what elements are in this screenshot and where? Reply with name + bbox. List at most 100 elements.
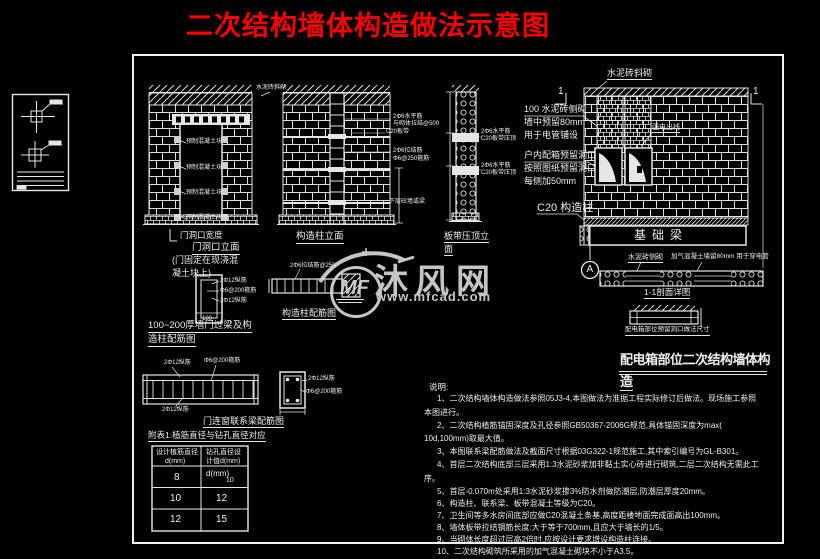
precast-block-label: 预制混凝土块: [186, 190, 223, 196]
big-title-line2: 造: [620, 374, 634, 391]
table-header-2a: 钻孔直径设: [206, 449, 241, 456]
callout-reserve-80: 墙中预留80mm: [524, 117, 586, 127]
note-line: 2、二次结构植筋锚固深度及孔径参照GB50367-2006G规范,具体锚固深度为…: [437, 421, 722, 430]
band-label-1b: C20板带压顶: [481, 136, 517, 142]
note-line: 9、当砌体长度超过层高2倍时,应按设计要求增设构造柱连接。: [437, 535, 657, 544]
table-title: 附表1:植筋直径与钻孔直径对应: [148, 430, 266, 442]
table-grid: [151, 445, 249, 532]
section-rebar-top-label: 2Φ12纵筋: [220, 278, 247, 284]
section-mark-right: 1: [753, 86, 759, 97]
callout-box-opening-2: 按照图纸预留洞口: [524, 163, 597, 173]
column-ann-3: C20板带: [386, 129, 410, 135]
table-cell-r2c2: 12: [216, 493, 228, 504]
door-note-2: 凝土块上): [172, 268, 211, 278]
table-header-1a: 设计植筋直径: [156, 449, 198, 456]
tiebeam-section-label-2: Φ6@200箍筋: [306, 389, 343, 395]
note-line: 3、本图联系梁配筋做法及截面尺寸根据03G322-1规范施工,其中索引编号为GL…: [437, 447, 744, 456]
note-line: 本图进行。: [424, 408, 464, 417]
section-mark-left: 1: [558, 86, 564, 97]
box-detail-caption: 配电箱部位预留洞口做法尺寸: [625, 326, 710, 336]
precast-block-label: 预制混凝土块: [186, 215, 223, 221]
mfcad-logo-icon: [330, 266, 382, 318]
column-ann-2: 与砌体拉结@500: [393, 121, 440, 127]
callout-c20-column: C20 构造柱: [537, 202, 594, 214]
door-dim-label: 门洞口宽度: [180, 230, 223, 240]
box-wall-top-label: 水泥砖斜砌: [607, 68, 653, 81]
tiebeam-caption: 门连窗联系梁配筋图: [203, 416, 285, 429]
callout-box-opening-3: 每侧加50mm: [524, 176, 577, 186]
callout-box-opening-1: 户内配箱预留洞口: [524, 150, 597, 160]
s11-label-2: 加气混凝土墙留80mm 用于穿电管: [671, 253, 769, 260]
column-rebar-caption: 构造柱配筋图: [282, 308, 337, 321]
door-top-leader-label: 水泥砖斜砌: [256, 85, 287, 91]
mfcad-watermark: MF 沐风网 www.mfcad.com: [318, 244, 528, 319]
door-caption: 门洞口立面: [192, 242, 240, 255]
note-line: 5、首层-0.070m处采用1:3水泥砂浆掺3%防水剂做防潮层,防潮层厚度20m…: [437, 487, 710, 496]
lintel-caption-1: 100~200厚墙门过梁及构: [148, 320, 252, 333]
table-cell-r3c1: 12: [170, 514, 182, 525]
watermark-swoosh-icon: [318, 248, 415, 284]
note-line: 6、构造柱、联系梁、板带混凝土等级为C20。: [437, 499, 601, 508]
band-caption-2: 面: [444, 244, 454, 257]
tiebeam-top-label-2: Φ6@200箍筋: [204, 358, 241, 364]
watermark-site-url: www.mfcad.com: [376, 289, 492, 304]
column-elevation-drawing: [277, 85, 403, 225]
note-line: 序。: [424, 474, 440, 483]
tiebeam-top-label-1: 2Φ12纵筋: [164, 360, 191, 366]
tiebeam-bottom-label: 2Φ12纵筋: [162, 407, 189, 413]
band-label-2b: C20板带压顶: [481, 170, 517, 176]
table-cell-r3c2: 15: [216, 514, 228, 525]
table-overlap-label: d(mm): [206, 469, 230, 478]
callout-cement-brick: 100 水泥砖侧砌: [524, 104, 587, 114]
band-label-2a: 2Φ6水平筋: [481, 163, 511, 169]
outlet-label: 强电出线: [652, 124, 680, 134]
column-ann-6: 下层砼墙或梁: [389, 199, 426, 205]
band-label-1a: 2Φ6水平筋: [481, 129, 511, 135]
big-title-underline: [619, 371, 767, 375]
door-elevation-drawing: [143, 85, 271, 242]
column-rebar-label: 2Φ6拉结筋@250: [290, 263, 336, 269]
note-line: 1、二次结构墙体构造做法参照05J3-4,本图做法为准据工程实际修订后做法。现场…: [437, 394, 757, 403]
s11-caption: 1-1剖面详图: [644, 287, 691, 299]
tie-beam-drawing: [142, 364, 308, 415]
column-ann-4: 2Φ6拉结筋: [393, 148, 423, 154]
callout-conduit: 用于电管铺设: [524, 130, 579, 140]
mfcad-logo-text: MF: [340, 277, 369, 299]
precast-block-label: 预制混凝土块: [186, 139, 223, 145]
table-cell-r1c2: 10: [226, 477, 234, 484]
page-title: 二次结构墙体构造做法示意图: [186, 11, 550, 41]
table-cell-r1c1: 8: [174, 472, 180, 483]
column-ann-5: Φ6@250箍筋: [393, 156, 430, 162]
section-rebar-bottom-label: 2Φ12纵筋: [220, 298, 247, 304]
tiebeam-section-label-1: 2Φ12纵筋: [308, 376, 335, 382]
lintel-caption-2: 造柱配筋图: [148, 334, 196, 347]
drawing-frame: [132, 54, 784, 544]
band-elevation-drawing: [446, 85, 482, 222]
mini-detail-panel: [11, 93, 70, 192]
band-caption-1: 板带压顶立: [444, 231, 490, 244]
door-note-1: (门固定在现浇混: [172, 255, 238, 265]
note-line: 10d,100mm)取最大值。: [424, 434, 509, 443]
precast-block-label: 预制混凝土块: [186, 165, 223, 171]
table-header-1b: d(mm): [165, 458, 186, 465]
lintel-section-drawing: [195, 274, 223, 324]
table-header-2b: 计值d(mm): [206, 458, 241, 465]
big-title-line1: 配电箱部位二次结构墙体构: [620, 352, 771, 367]
note-line: 8、墙体板带拉结钢筋长度:大于等于700mm,且应大于墙长的1/5。: [437, 523, 668, 532]
s11-label-1: 水泥砖侧砌: [628, 254, 663, 264]
grid-bubble-label: A: [586, 263, 594, 275]
box-opening-detail-drawing: [629, 305, 702, 327]
table-cell-r2c1: 10: [170, 493, 182, 504]
section-stirrup-label: Φ6@200箍筋: [220, 288, 257, 294]
box-wall-drawing: [555, 80, 764, 280]
notes-heading: 说明:: [429, 382, 449, 392]
foundation-beam-label: 基础梁: [634, 228, 689, 242]
column-elevation-caption: 构造柱立面: [296, 231, 344, 244]
note-line: 10、二次结构砌筑所采用的加气混凝土砌块不小于A3.5。: [437, 547, 639, 556]
section-dim-label: 100: [202, 316, 213, 322]
note-line: 7、卫生间等多水房间底部应做C20混凝土条基,高度距楼地面完成面高出100mm。: [437, 511, 726, 520]
column-ann-1: 2Φ6水平筋: [393, 114, 423, 120]
note-line: 4、首层二次结构底部三层采用1:3水泥砂浆加非黏土实心砖进行砌筑,二层二次结构无…: [437, 460, 759, 469]
